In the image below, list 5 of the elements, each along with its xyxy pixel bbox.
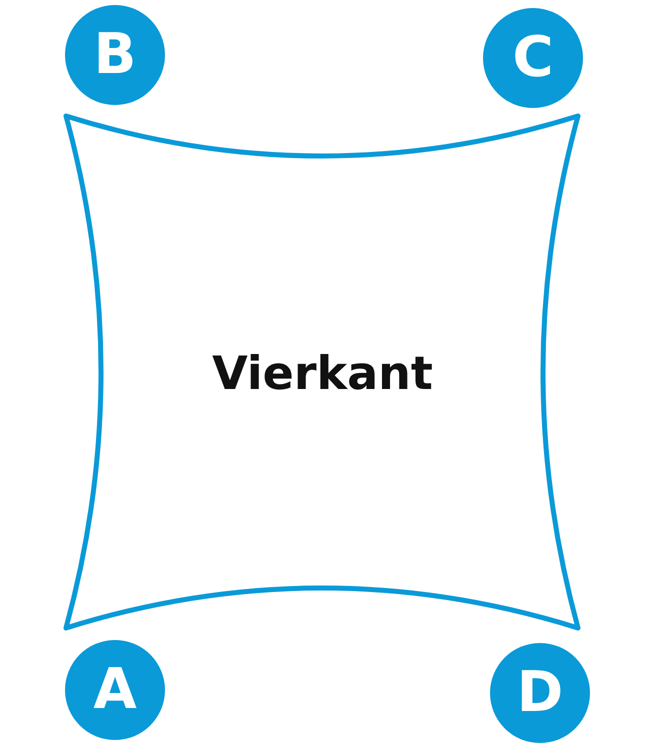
shape-label: Vierkant xyxy=(212,346,433,400)
corner-marker: B xyxy=(65,5,165,105)
corner-marker: C xyxy=(483,8,583,108)
corner-marker: D xyxy=(490,643,590,743)
corner-marker: A xyxy=(65,640,165,740)
